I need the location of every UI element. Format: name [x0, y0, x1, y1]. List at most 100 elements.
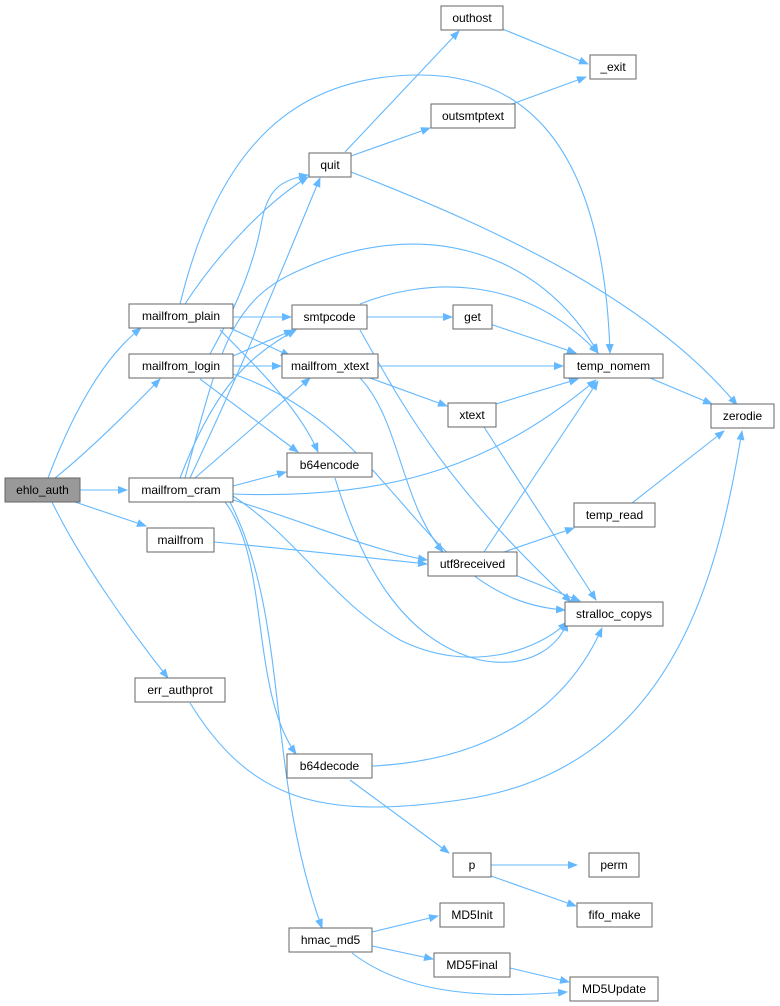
edge-mailfrom_login-smtpcode [232, 329, 294, 357]
node-MD5Init[interactable]: MD5Init [439, 902, 505, 928]
edge-ehlo_auth-mailfrom [74, 501, 147, 527]
edge-get-temp_nomem [489, 323, 577, 354]
edge-temp_read-zerodie [631, 430, 725, 504]
node-zerodie[interactable]: zerodie [710, 403, 775, 429]
node-label: mailfrom [157, 533, 203, 547]
node-smtpcode[interactable]: smtpcode [291, 304, 368, 330]
nodes: ehlo_auth mailfrom_plain mailfrom_login … [4, 5, 775, 1002]
node-mailfrom_login[interactable]: mailfrom_login [128, 353, 234, 379]
node-label: xtext [459, 408, 485, 422]
node-perm[interactable]: perm [588, 852, 640, 878]
node-label: MD5Final [446, 958, 497, 972]
node-label: ehlo_auth [16, 483, 69, 497]
node-label: err_authprot [147, 683, 213, 697]
node-outsmtptext[interactable]: outsmtptext [430, 103, 516, 129]
edge-hmac_md5-MD5Final [371, 945, 434, 962]
node-label: p [469, 858, 476, 872]
node-b64encode[interactable]: b64encode [286, 452, 373, 478]
edge-mailfrom_login-stralloc_copys [232, 373, 566, 614]
node-outhost[interactable]: outhost [440, 5, 504, 31]
edge-mailfrom_plain-b64encode [219, 329, 319, 453]
edge-mailfrom_cram-temp_nomem-2 [232, 379, 597, 496]
edge-mailfrom-utf8received [213, 541, 428, 568]
edge-mailfrom_cram-b64encode [232, 470, 287, 487]
edge-quit-zerodie [350, 171, 738, 406]
node-exit[interactable]: _exit [589, 54, 637, 80]
node-label: quit [320, 158, 340, 172]
edge-p-fifo_make [490, 875, 577, 907]
edge-mailfrom_plain-quit [184, 176, 309, 305]
edge-mailfrom_cram-temp_nomem [184, 243, 599, 479]
node-label: temp_nomem [577, 359, 650, 373]
node-stralloc_copys[interactable]: stralloc_copys [564, 601, 664, 627]
node-ehlo_auth[interactable]: ehlo_auth [4, 477, 81, 503]
edge-mailfrom_login-b64encode [199, 378, 299, 453]
edge-b64decode-p [349, 779, 450, 854]
node-fifo_make[interactable]: fifo_make [576, 902, 653, 928]
node-label: mailfrom_login [142, 359, 220, 373]
node-label: hmac_md5 [301, 933, 361, 947]
edge-b64decode-stralloc_copys [371, 627, 603, 767]
node-hmac_md5[interactable]: hmac_md5 [288, 927, 373, 953]
node-quit[interactable]: quit [308, 152, 352, 178]
edge-temp_nomem-zerodie [649, 377, 713, 405]
edge-quit-outsmtptext [350, 127, 431, 157]
node-label: temp_read [586, 508, 643, 522]
node-get[interactable]: get [452, 304, 493, 330]
edge-xtext-temp_nomem [495, 377, 579, 405]
node-mailfrom[interactable]: mailfrom [146, 527, 215, 553]
node-mailfrom_xtext[interactable]: mailfrom_xtext [281, 353, 379, 379]
edge-mailfrom_cram-b64decode [224, 501, 297, 755]
edge-mailfrom_cram-smtpcode [179, 329, 297, 479]
node-label: MD5Init [451, 908, 493, 922]
edge-mailfrom_xtext-xtext [369, 377, 448, 407]
node-label: _exit [599, 60, 626, 74]
edge-mailfrom_plain-mailfrom_xtext [229, 327, 291, 357]
node-label: b64encode [300, 458, 360, 472]
node-label: mailfrom_plain [142, 309, 220, 323]
edge-hmac_md5-MD5Update [351, 952, 568, 997]
node-mailfrom_plain[interactable]: mailfrom_plain [128, 303, 234, 329]
node-b64decode[interactable]: b64decode [286, 753, 373, 779]
node-label: utf8received [440, 557, 505, 571]
edge-xtext-stralloc_copys [483, 426, 597, 601]
edge-MD5Final-MD5Update [509, 967, 570, 984]
node-label: b64decode [300, 759, 360, 773]
node-mailfrom_cram[interactable]: mailfrom_cram [128, 477, 234, 503]
edge-utf8received-temp_read [503, 527, 575, 553]
node-utf8received[interactable]: utf8received [427, 551, 518, 577]
node-label: outsmtptext [442, 109, 505, 123]
node-temp_read[interactable]: temp_read [573, 502, 656, 528]
edge-b64encode-stralloc_copys [334, 477, 569, 663]
edge-quit-outhost [344, 30, 460, 153]
edge-utf8received-stralloc_copys [514, 574, 581, 602]
node-label: outhost [452, 11, 492, 25]
edge-mailfrom_cram-utf8received [232, 499, 428, 563]
node-MD5Update[interactable]: MD5Update [569, 976, 659, 1002]
edge-mailfrom_cram-hmac_md5 [229, 501, 323, 929]
edge-hmac_md5-MD5Init [371, 914, 439, 933]
node-label: get [464, 310, 481, 324]
edge-smtpcode-temp_nomem [359, 286, 599, 354]
edge-mailfrom_cram-stralloc_copys [232, 495, 568, 658]
node-label: MD5Update [582, 982, 646, 996]
node-temp_nomem[interactable]: temp_nomem [563, 353, 664, 379]
node-label: zerodie [723, 409, 763, 423]
edges [47, 27, 745, 997]
edge-outhost-exit [499, 27, 589, 65]
edge-mailfrom_cram-quit [189, 177, 321, 479]
edge-ehlo_auth-err_authprot [51, 501, 169, 679]
node-label: stralloc_copys [576, 607, 652, 621]
edge-mailfrom_cram-mailfrom_xtext [194, 377, 311, 479]
edge-outsmtptext-exit [511, 76, 587, 105]
node-MD5Final[interactable]: MD5Final [433, 952, 511, 978]
node-label: smtpcode [303, 310, 355, 324]
node-err_authprot[interactable]: err_authprot [134, 677, 226, 703]
edge-utf8received-temp_nomem [483, 380, 599, 553]
edge-err_authprot-zerodie [189, 430, 745, 808]
edge-mailfrom_plain-temp_nomem [179, 74, 614, 354]
node-xtext[interactable]: xtext [447, 402, 497, 428]
node-label: fifo_make [588, 908, 640, 922]
node-p[interactable]: p [452, 852, 492, 878]
